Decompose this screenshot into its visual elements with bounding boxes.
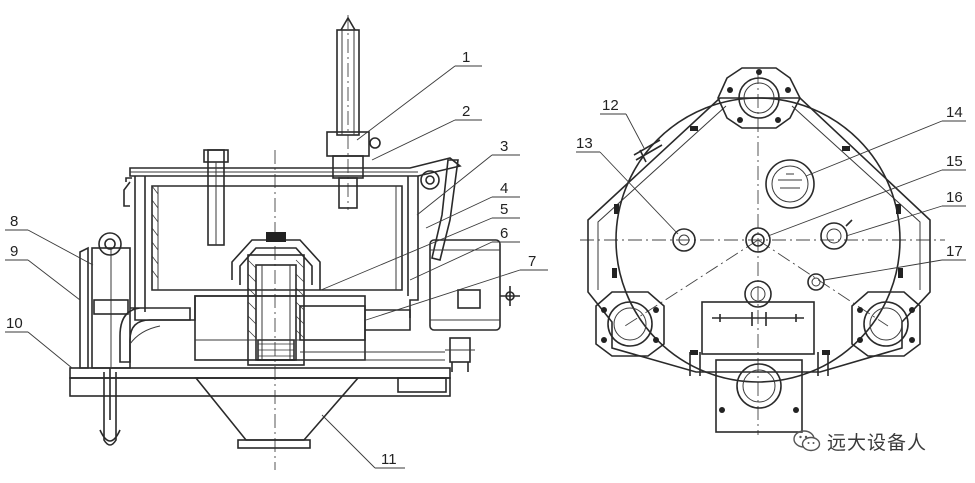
wechat-icon	[793, 430, 821, 452]
callout-8: 8	[10, 213, 18, 230]
callout-15: 15	[946, 153, 963, 170]
callout-16: 16	[946, 189, 963, 206]
callout-10: 10	[6, 315, 23, 332]
watermark-text: 远大设备人	[827, 431, 928, 454]
callout-6: 6	[500, 225, 508, 242]
callout-5: 5	[500, 201, 508, 218]
callout-2: 2	[462, 103, 470, 120]
top-plan-view	[576, 67, 966, 435]
callout-13: 13	[576, 135, 593, 152]
callout-4: 4	[500, 180, 508, 197]
callout-12: 12	[602, 97, 619, 114]
callout-11: 11	[381, 451, 397, 468]
callout-3: 3	[500, 138, 508, 155]
front-section-view	[5, 15, 548, 470]
callout-1: 1	[462, 49, 470, 66]
callout-9: 9	[10, 243, 18, 260]
callout-numbers: 1 2 3 4 5 6 7 8 9 10 11 12 13 14 15 16 1…	[6, 49, 963, 468]
callout-7: 7	[528, 253, 536, 270]
callout-14: 14	[946, 104, 963, 121]
watermark: 远大设备人	[793, 426, 927, 456]
callout-17: 17	[946, 243, 963, 260]
